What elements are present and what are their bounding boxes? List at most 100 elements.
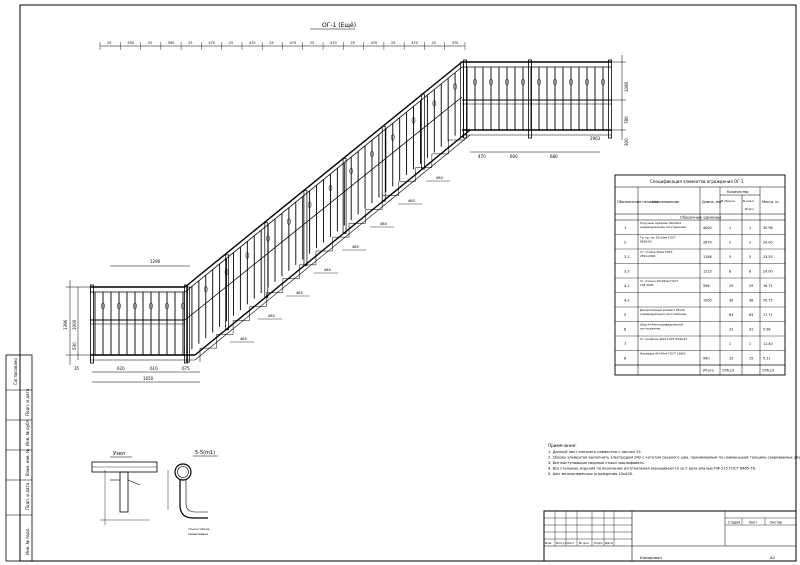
spec-total-label: Итого [703,369,714,373]
spec-length: 990 [703,356,709,360]
spec-length: 596 [703,284,709,288]
dim-label: 470 [209,41,215,45]
spec-mass: 17.71 [763,313,773,317]
spec-qty: 31 [749,327,753,331]
note-line: 1. Данный лист смотреть совместно с лист… [548,450,642,454]
dim-label: 25 [391,41,395,45]
spec-name: Ст. стойка 25мм ГОСТ [640,250,673,254]
dim-label: 470 [411,41,417,45]
dim-label: 25 [269,41,273,45]
dim-label: 1000 [72,319,77,330]
note-line: 2. Сборку элементов выполнить электродом… [548,456,800,460]
spec-header: Количество [727,190,749,194]
spec-header: Обозначение позиции [617,200,658,204]
tb-stage: Стадия [728,521,740,525]
spec-qty: 29 [729,284,733,288]
side-label: Инв. № дубл. [25,419,30,446]
dim-label: 610 [150,366,158,371]
spec-name: Декоративный элемент 45х45 [640,308,685,312]
spec-name: Поручень профиль 40х40х4 [640,221,681,225]
dim-label: 2963 [590,136,601,141]
detail-title: Узел [113,451,125,457]
spec-name: Накладка ФЧ 40х4 ГОСТ 19903 [640,352,686,356]
dim-label: 680 [550,154,558,159]
spec-qty: 5 [749,255,751,259]
spec-qty: 31 [729,327,733,331]
railing-elevation [90,59,612,364]
spec-qty: 1 [729,342,731,346]
tb-sheet: Лист [749,521,757,525]
drawing-title: ОГ-1 (Ещё) [322,22,356,29]
dim-label: 600 [510,154,518,159]
dim-label: 1296 [150,259,161,264]
dim-label: 25 [107,41,111,45]
svg-text:стыки гибкие: стыки гибкие [188,527,210,531]
spec-header: Длина, мм [702,200,722,204]
dim-label: 470 [249,41,255,45]
spec-pos: 3.3 [624,269,630,273]
dim-label: 480 [296,291,304,295]
dim-label: 480 [408,199,416,203]
dim-label: 590 [168,41,174,45]
spec-pos: 4.1 [624,284,630,288]
dim-label: 780 [624,116,629,124]
spec-name: индивидуальное изготовление [640,312,686,316]
dim-label: 675 [182,366,190,371]
spec-mass: 16.71 [763,284,773,288]
spec-subheader: Всего [745,207,754,211]
side-stamp: Согласовано Инв. № подл. Подп. и дата Вз… [5,354,33,562]
left-dimensions: 1396 1000 530 35 [63,280,90,371]
dim-label: 1650 [143,376,154,381]
spec-header: Масса, кг [762,200,779,204]
spec-mass: 70.75 [763,298,773,302]
dim-label: 480 [324,268,332,272]
spec-name: 8639-82 [640,239,652,243]
side-label: Инв. № подл. [25,527,30,555]
dim-label: 480 [240,337,248,341]
note-line: 5. Шаг межпоперечных ограждения 10х400. [548,472,633,476]
tb-sheets: Листов [770,521,782,525]
dim-label: 590 [127,41,133,45]
side-label: Подп. и дата [25,388,30,416]
spec-length: 1215 [703,269,712,273]
tb-label: Кол.уч [556,541,567,545]
dim-label: 480 [268,314,276,318]
dim-label: 25 [188,41,192,45]
spec-total: 256.23 [762,369,774,373]
spec-mass: 23.55 [763,255,773,259]
spec-name: Шар d=5мм индивидуальное [640,323,684,327]
tb-format: A2 [770,555,776,560]
spec-qty: 2 [749,240,751,244]
spec-section: Сборочные единицы [680,215,721,220]
note-line: 4. Все стальные изделия по окончании изг… [548,467,756,471]
spec-qty: 63 [729,313,733,317]
spec-length: 1186 [703,255,712,259]
dim-label: 620 [117,366,125,371]
dim-label: 480 [380,222,388,226]
spec-pos: 8 [624,356,626,360]
spec-pos: 5 [624,313,626,317]
spec-pos: 3.1 [624,255,630,259]
dim-label: 25 [350,41,354,45]
spec-length: 4000 [703,226,712,230]
dim-label: 300 [624,138,629,146]
side-label: Согласовано [13,358,18,385]
detail-section: 5-5(m1) стыки гибкие заоваливани [167,450,218,536]
spec-pos: 4.2 [624,298,630,302]
tb-copied: Копировал [640,555,662,560]
spec-qty: 1 [729,226,731,230]
dim-label: 25 [229,41,233,45]
spec-mass: 5.98 [763,327,771,331]
spec-pos: 1 [624,226,626,230]
dim-label: 470 [371,41,377,45]
dim-label: 25 [310,41,314,45]
dim-label: 470 [452,41,458,45]
spec-qty: 5 [729,255,731,259]
spec-pos: 6 [624,327,626,331]
spec-title: Спецификация элементов ограждения ОГ-1 [650,179,744,184]
spec-qty: 63 [749,313,753,317]
spec-qty: 15 [749,356,753,360]
spec-mass: 11.40 [763,342,773,346]
